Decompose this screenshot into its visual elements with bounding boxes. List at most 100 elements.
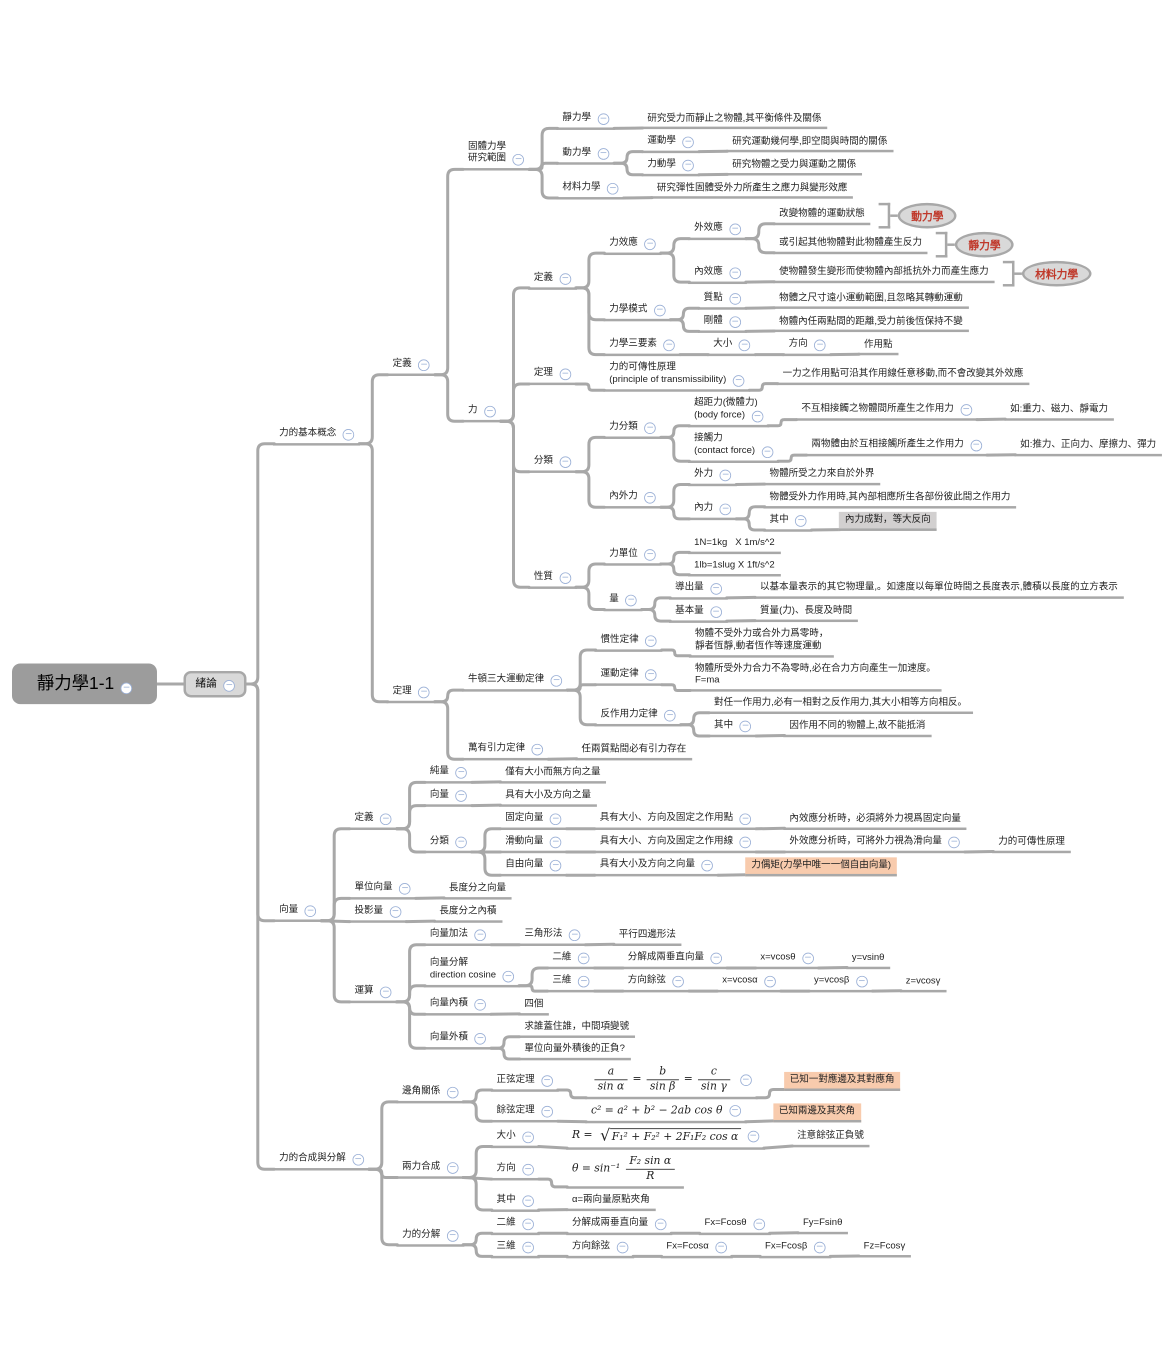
topic[interactable]: 力單位− xyxy=(603,546,662,566)
topic[interactable]: 分解成兩垂直向量− xyxy=(621,950,729,970)
collapse-minus-icon[interactable]: − xyxy=(729,292,741,305)
topic[interactable]: Fx=Fcosθ− xyxy=(698,1215,771,1235)
collapse-minus-icon[interactable]: − xyxy=(380,985,392,999)
topic[interactable]: 作用點 xyxy=(858,337,899,356)
topic[interactable]: 力的分解− xyxy=(396,1226,465,1247)
collapse-minus-icon[interactable]: − xyxy=(719,502,732,516)
collapse-minus-icon[interactable]: − xyxy=(531,743,544,756)
topic[interactable]: 量− xyxy=(603,591,643,611)
topic[interactable]: x=vcosα− xyxy=(716,973,782,993)
topic[interactable]: 三角形法− xyxy=(518,926,587,947)
collapse-minus-icon[interactable]: − xyxy=(446,1161,459,1174)
equals-sign[interactable]: = xyxy=(632,1072,642,1086)
topic[interactable]: 二維− xyxy=(490,1215,540,1235)
topic[interactable]: 求誰蓋住誰，中間項變號 xyxy=(518,1019,635,1039)
topic[interactable]: 定義− xyxy=(386,356,436,377)
collapse-minus-icon[interactable]: − xyxy=(559,455,572,469)
topic[interactable]: 向量加法− xyxy=(424,926,493,947)
topic[interactable]: 內力成對，等大反向 xyxy=(839,512,937,532)
topic[interactable]: 單位向量− xyxy=(348,880,417,900)
topic[interactable]: 分類− xyxy=(528,453,577,474)
collapse-minus-icon[interactable]: − xyxy=(672,975,685,988)
collapse-minus-icon[interactable]: − xyxy=(710,952,723,965)
collapse-minus-icon[interactable]: − xyxy=(682,158,695,172)
collapse-minus-icon[interactable]: − xyxy=(802,952,814,965)
collapse-minus-icon[interactable]: − xyxy=(856,975,868,988)
topic[interactable]: 物體內任兩點間的距離,受力前後恆保持不變 xyxy=(773,313,969,333)
topic[interactable]: 單位向量外積後的正負? xyxy=(518,1041,631,1061)
radicand[interactable]: F₁² + F₂² + 2F₁F₂ cos α xyxy=(610,1128,741,1144)
collapse-minus-icon[interactable]: − xyxy=(522,1194,534,1207)
collapse-minus-icon[interactable]: − xyxy=(701,859,714,872)
topic[interactable]: z=vcosγ xyxy=(899,973,947,993)
collapse-minus-icon[interactable]: − xyxy=(764,975,776,988)
numerator[interactable]: b xyxy=(646,1065,679,1081)
topic[interactable]: 如:推力、正向力、摩擦力、彈力 xyxy=(1014,437,1162,457)
topic[interactable]: 兩力合成− xyxy=(396,1159,465,1179)
topic[interactable]: 如:重力、磁力、靜電力 xyxy=(1004,402,1114,421)
topic[interactable]: 研究運動幾何學,即空間與時間的關係 xyxy=(726,134,894,153)
topic[interactable]: 牛頓三大運動定律− xyxy=(462,672,569,692)
equals-sign[interactable]: = xyxy=(683,1072,693,1086)
collapse-minus-icon[interactable]: − xyxy=(607,182,619,195)
topic[interactable]: 具有大小及方向之向量− xyxy=(593,857,720,877)
topic[interactable]: y=vcosβ− xyxy=(808,973,874,993)
collapse-minus-icon[interactable]: − xyxy=(446,1086,459,1099)
collapse-minus-icon[interactable]: − xyxy=(399,882,411,895)
collapse-minus-icon[interactable]: − xyxy=(484,405,496,418)
collapse-minus-icon[interactable]: − xyxy=(455,836,468,849)
topic[interactable]: 定義− xyxy=(348,810,398,831)
denominator[interactable]: sin γ xyxy=(701,1080,727,1093)
topic[interactable]: 材料力學− xyxy=(556,180,625,200)
formula-prefix[interactable]: R = xyxy=(571,1129,596,1142)
topic[interactable]: 注意餘弦正負號 xyxy=(791,1129,870,1148)
summary-ellipse[interactable]: 動力學 xyxy=(897,202,957,229)
topic[interactable]: 內效應分析時，必須將外力視爲固定向量 xyxy=(783,811,967,830)
collapse-minus-icon[interactable]: − xyxy=(948,836,961,849)
denominator[interactable]: sin α xyxy=(597,1080,625,1093)
collapse-minus-icon[interactable]: − xyxy=(502,969,515,983)
collapse-minus-icon[interactable]: − xyxy=(549,859,562,872)
topic[interactable]: 剛體− xyxy=(697,313,747,333)
topic[interactable]: 僅有大小而無方向之量 xyxy=(499,764,607,784)
topic[interactable]: 接觸力 (contact force)− xyxy=(688,431,780,463)
collapse-minus-icon[interactable]: − xyxy=(455,789,468,803)
collapse-minus-icon[interactable]: − xyxy=(446,1228,459,1242)
collapse-minus-icon[interactable]: − xyxy=(541,1074,553,1087)
collapse-minus-icon[interactable]: − xyxy=(795,514,807,527)
collapse-minus-icon[interactable]: − xyxy=(740,1073,752,1086)
topic[interactable]: 方向餘弦− xyxy=(566,1238,635,1258)
collapse-minus-icon[interactable]: − xyxy=(474,1032,487,1045)
collapse-minus-icon[interactable]: − xyxy=(512,153,525,166)
topic[interactable]: 二維− xyxy=(546,950,596,970)
topic[interactable]: 四個 xyxy=(518,996,550,1016)
topic[interactable]: 物體所受外力合力不為零時,必在合力方向產生一加速度。 F=ma xyxy=(689,661,942,692)
topic[interactable]: α=兩向量原點夾角 xyxy=(566,1192,656,1212)
boxed-topic[interactable]: 緒論− xyxy=(183,670,247,698)
topic[interactable]: 質量(力)、長度及時間 xyxy=(754,603,858,623)
topic[interactable]: 1lb=1slug X 1ft/s^2 xyxy=(688,557,781,577)
collapse-minus-icon[interactable]: − xyxy=(729,266,741,279)
collapse-minus-icon[interactable]: − xyxy=(732,374,745,387)
topic[interactable]: 力效應− xyxy=(603,235,662,255)
topic[interactable]: 分解成兩垂直向量− xyxy=(566,1215,673,1235)
collapse-minus-icon[interactable]: − xyxy=(644,237,657,250)
collapse-minus-icon[interactable]: − xyxy=(522,1163,534,1176)
topic[interactable]: 研究物體之受力與運動之關係 xyxy=(726,157,862,176)
collapse-minus-icon[interactable]: − xyxy=(522,1130,534,1144)
collapse-minus-icon[interactable]: − xyxy=(418,685,430,699)
topic[interactable]: 使物體發生變形而使物體內部抵抗外力而產生應力 xyxy=(773,264,995,284)
collapse-minus-icon[interactable]: − xyxy=(616,1240,629,1253)
collapse-minus-icon[interactable]: − xyxy=(753,1217,765,1230)
denominator[interactable]: R xyxy=(646,1169,655,1182)
topic[interactable]: 一力之作用點可沿其作用線任意移動,而不會改變其外效應 xyxy=(776,366,1030,386)
topic[interactable]: 任兩質點間必有引力存在 xyxy=(575,741,693,761)
collapse-minus-icon[interactable]: − xyxy=(352,1153,365,1166)
topic[interactable]: 固定向量− xyxy=(499,810,568,831)
topic[interactable]: 向量分解 direction cosine− xyxy=(424,955,521,988)
collapse-minus-icon[interactable]: − xyxy=(380,812,392,826)
formula-text[interactable]: c² = a² + b² − 2ab cos θ xyxy=(591,1104,723,1117)
collapse-minus-icon[interactable]: − xyxy=(474,998,487,1011)
